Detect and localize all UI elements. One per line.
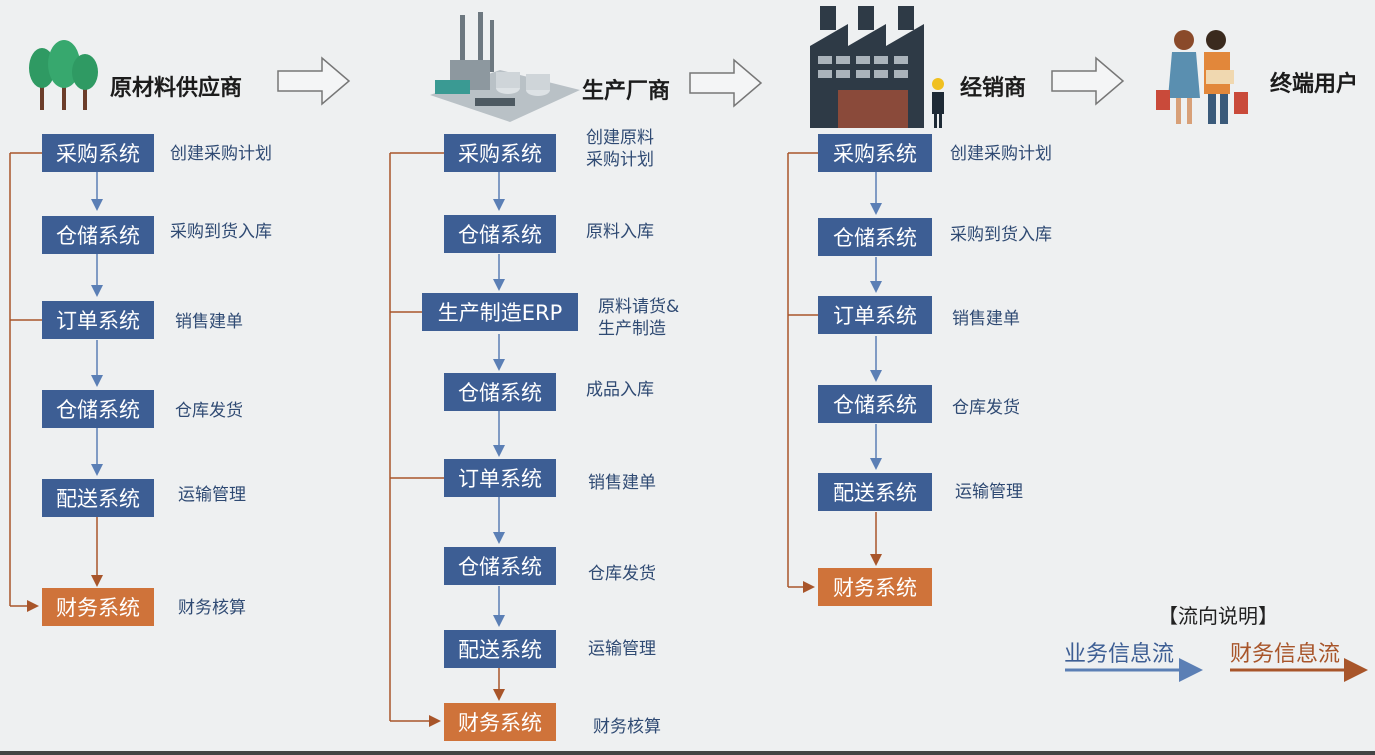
- supplier-finance-system: 财务系统: [42, 588, 154, 626]
- supplier-desc: 销售建单: [175, 312, 243, 332]
- distributor-desc: 创建采购计划: [950, 144, 1052, 164]
- manufacturer-order-system: 订单系统: [444, 459, 556, 497]
- manufacturer-finance-system: 财务系统: [444, 703, 556, 741]
- distributor-finance-system: 财务系统: [818, 568, 932, 606]
- supplier-delivery-system: 配送系统: [42, 479, 154, 517]
- manufacturer-desc: 原料入库: [586, 222, 654, 242]
- distributor-order-system: 订单系统: [818, 296, 932, 334]
- stage-arrow-icon: [689, 58, 763, 108]
- warehouse-icon: [810, 6, 944, 128]
- manufacturer-desc: 创建原料采购计划: [586, 128, 654, 170]
- stage-arrow-icon: [277, 56, 351, 106]
- distributor-desc: 采购到货入库: [950, 225, 1052, 245]
- supplier-desc: 采购到货入库: [170, 222, 272, 242]
- distributor-purchase-system: 采购系统: [818, 134, 932, 172]
- distributor-desc: 销售建单: [952, 309, 1020, 329]
- manufacturer-desc: 仓库发货: [588, 564, 656, 584]
- header-manufacturer: 生产厂商: [582, 79, 671, 104]
- distributor-delivery-system: 配送系统: [818, 473, 932, 511]
- stage-arrow-icon: [1051, 56, 1125, 106]
- supplier-desc: 运输管理: [178, 485, 246, 505]
- distributor-warehouse-system: 仓储系统: [818, 385, 932, 423]
- header-supplier: 原材料供应商: [110, 76, 243, 101]
- supplier-desc: 创建采购计划: [170, 144, 272, 164]
- manufacturer-purchase-system: 采购系统: [444, 134, 556, 172]
- supplier-warehouse-system: 仓储系统: [42, 216, 154, 254]
- manufacturer-production-erp: 生产制造ERP: [422, 293, 578, 331]
- tree-icon: [29, 40, 98, 110]
- header-distributor: 经销商: [960, 76, 1027, 101]
- manufacturer-desc: 原料请货&生产制造: [598, 297, 680, 339]
- supplier-warehouse-system: 仓储系统: [42, 390, 154, 428]
- bottom-border: [0, 751, 1375, 755]
- manufacturer-warehouse-system: 仓储系统: [444, 373, 556, 411]
- manufacturer-warehouse-system: 仓储系统: [444, 547, 556, 585]
- distributor-warehouse-system: 仓储系统: [818, 218, 932, 256]
- supplier-desc: 财务核算: [178, 598, 246, 618]
- shoppers-icon: [1156, 30, 1248, 124]
- distributor-desc: 运输管理: [955, 482, 1023, 502]
- legend-title: 【流向说明】: [1158, 604, 1278, 628]
- manufacturer-desc: 销售建单: [588, 473, 656, 493]
- manufacturer-desc: 成品入库: [586, 380, 654, 400]
- manufacturer-delivery-system: 配送系统: [444, 630, 556, 668]
- supplier-order-system: 订单系统: [42, 301, 154, 339]
- legend-business-flow: 业务信息流: [1064, 642, 1175, 667]
- manufacturer-warehouse-system: 仓储系统: [444, 215, 556, 253]
- manufacturer-desc: 运输管理: [588, 639, 656, 659]
- legend-finance-flow: 财务信息流: [1230, 642, 1341, 667]
- manufacturer-desc: 财务核算: [593, 717, 661, 737]
- header-end-user: 终端用户: [1270, 72, 1359, 97]
- supplier-purchase-system: 采购系统: [42, 134, 154, 172]
- factory-plant-icon: [430, 12, 580, 122]
- supplier-desc: 仓库发货: [175, 401, 243, 421]
- distributor-desc: 仓库发货: [952, 398, 1020, 418]
